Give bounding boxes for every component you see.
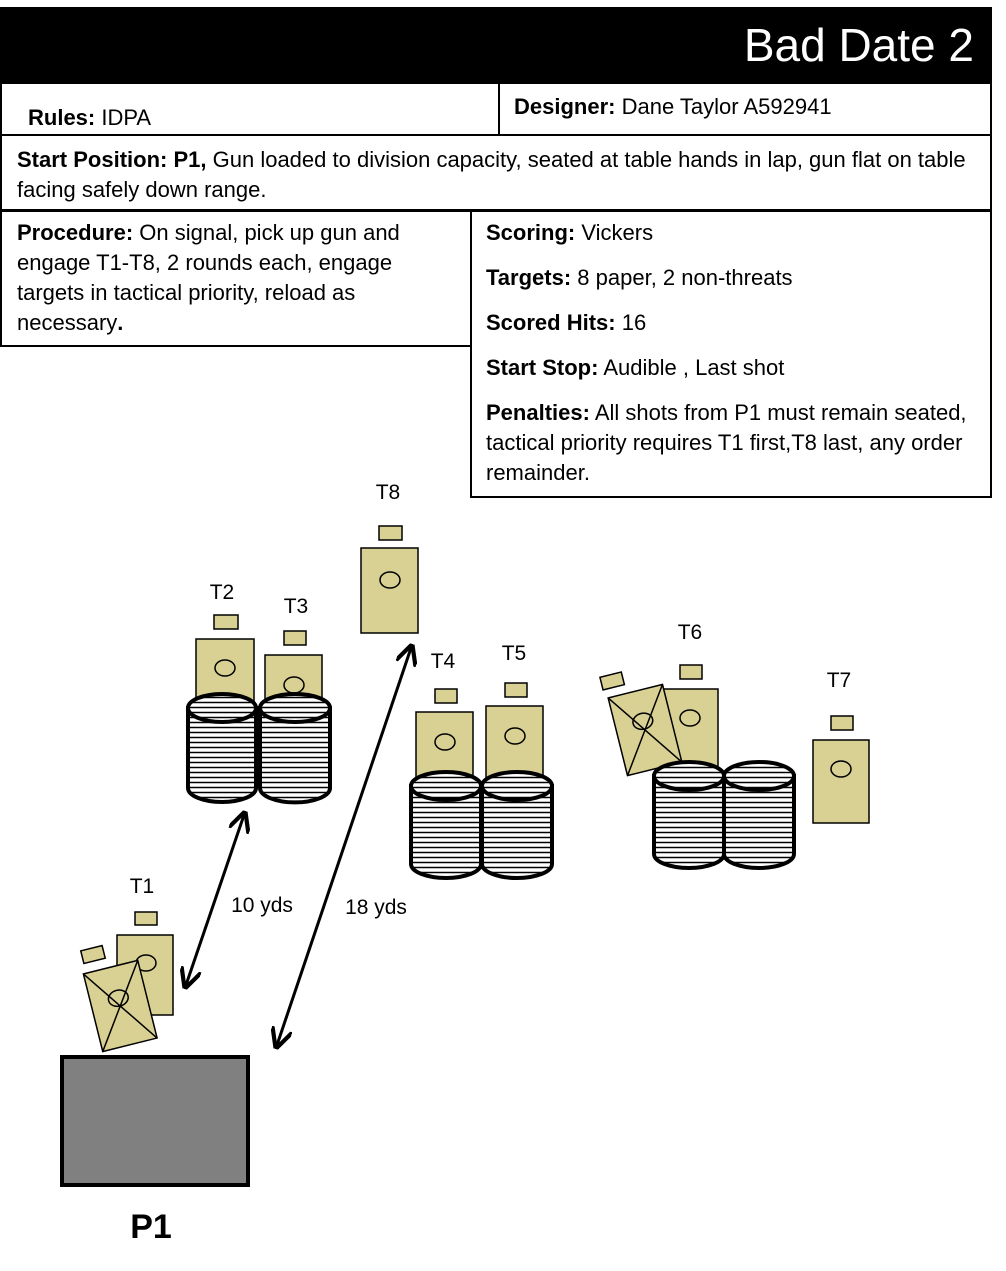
- details-box: Scoring: Vickers Targets: 8 paper, 2 non…: [470, 210, 992, 498]
- rules-value: IDPA: [101, 105, 152, 130]
- start-stop-label: Start Stop:: [486, 355, 599, 380]
- non-threat-t6: [599, 671, 683, 777]
- rules-line: Rules: IDPA: [28, 103, 151, 133]
- scored-hits-line: Scored Hits: 16: [486, 308, 976, 338]
- scoring-line: Scoring: Vickers: [486, 218, 976, 248]
- label-t2: T2: [210, 581, 235, 604]
- penalties-label: Penalties:: [486, 400, 590, 425]
- procedure-text: Procedure: On signal, pick up gun and en…: [17, 218, 442, 338]
- designer-value: Dane Taylor A592941: [621, 94, 832, 119]
- distance-arrow-10yds: [186, 815, 244, 985]
- label-t8: T8: [376, 481, 401, 504]
- designer-label: Designer:: [514, 94, 616, 119]
- designer-line: Designer: Dane Taylor A592941: [514, 92, 832, 122]
- barrel-pair-right: [652, 760, 796, 870]
- label-t5: T5: [502, 642, 527, 665]
- label-t1: T1: [130, 875, 155, 898]
- targets-label: Targets:: [486, 265, 572, 290]
- start-stop-value: Audible , Last shot: [603, 355, 785, 380]
- non-threat-t1: [79, 944, 158, 1053]
- label-p1: P1: [130, 1208, 172, 1246]
- target-t8: [360, 525, 419, 634]
- barrel-pair-middle: [409, 770, 554, 880]
- table-p1: [60, 1055, 250, 1187]
- target-t5: [485, 682, 544, 782]
- label-10yds: 10 yds: [231, 894, 293, 917]
- label-t3: T3: [284, 595, 309, 618]
- target-t7: [812, 715, 870, 824]
- procedure-box: Procedure: On signal, pick up gun and en…: [0, 210, 472, 347]
- start-position-label: Start Position:: [17, 147, 168, 172]
- title-bar: Bad Date 2: [0, 7, 992, 83]
- scoring-value: Vickers: [581, 220, 654, 245]
- scoring-label: Scoring:: [486, 220, 576, 245]
- rules-label: Rules:: [28, 105, 96, 130]
- barrel-pair-left: [186, 692, 332, 805]
- procedure-value: On signal, pick up gun and engage T1-T8,…: [17, 220, 400, 335]
- scored-hits-value: 16: [621, 310, 647, 335]
- distance-arrow-18yds: [277, 648, 411, 1045]
- start-position-position: P1,: [173, 147, 207, 172]
- label-18yds: 18 yds: [345, 896, 407, 919]
- page-title: Bad Date 2: [743, 19, 974, 71]
- start-stop-line: Start Stop: Audible , Last shot: [486, 353, 976, 383]
- label-t7: T7: [827, 669, 852, 692]
- start-position-value: Gun loaded to division capacity, seated …: [17, 147, 966, 202]
- procedure-end: .: [117, 310, 124, 335]
- targets-value: 8 paper, 2 non-threats: [577, 265, 793, 290]
- label-t6: T6: [678, 621, 703, 644]
- label-t4: T4: [431, 650, 456, 673]
- start-position-text: Start Position: P1, Gun loaded to divisi…: [17, 145, 977, 205]
- scored-hits-label: Scored Hits:: [486, 310, 616, 335]
- target-t4: [415, 688, 474, 783]
- penalties-value: All shots from P1 must remain seated, ta…: [486, 400, 967, 485]
- penalties-line: Penalties: All shots from P1 must remain…: [486, 398, 976, 488]
- details-text: Scoring: Vickers Targets: 8 paper, 2 non…: [486, 218, 976, 503]
- procedure-label: Procedure:: [17, 220, 134, 245]
- targets-line: Targets: 8 paper, 2 non-threats: [486, 263, 976, 293]
